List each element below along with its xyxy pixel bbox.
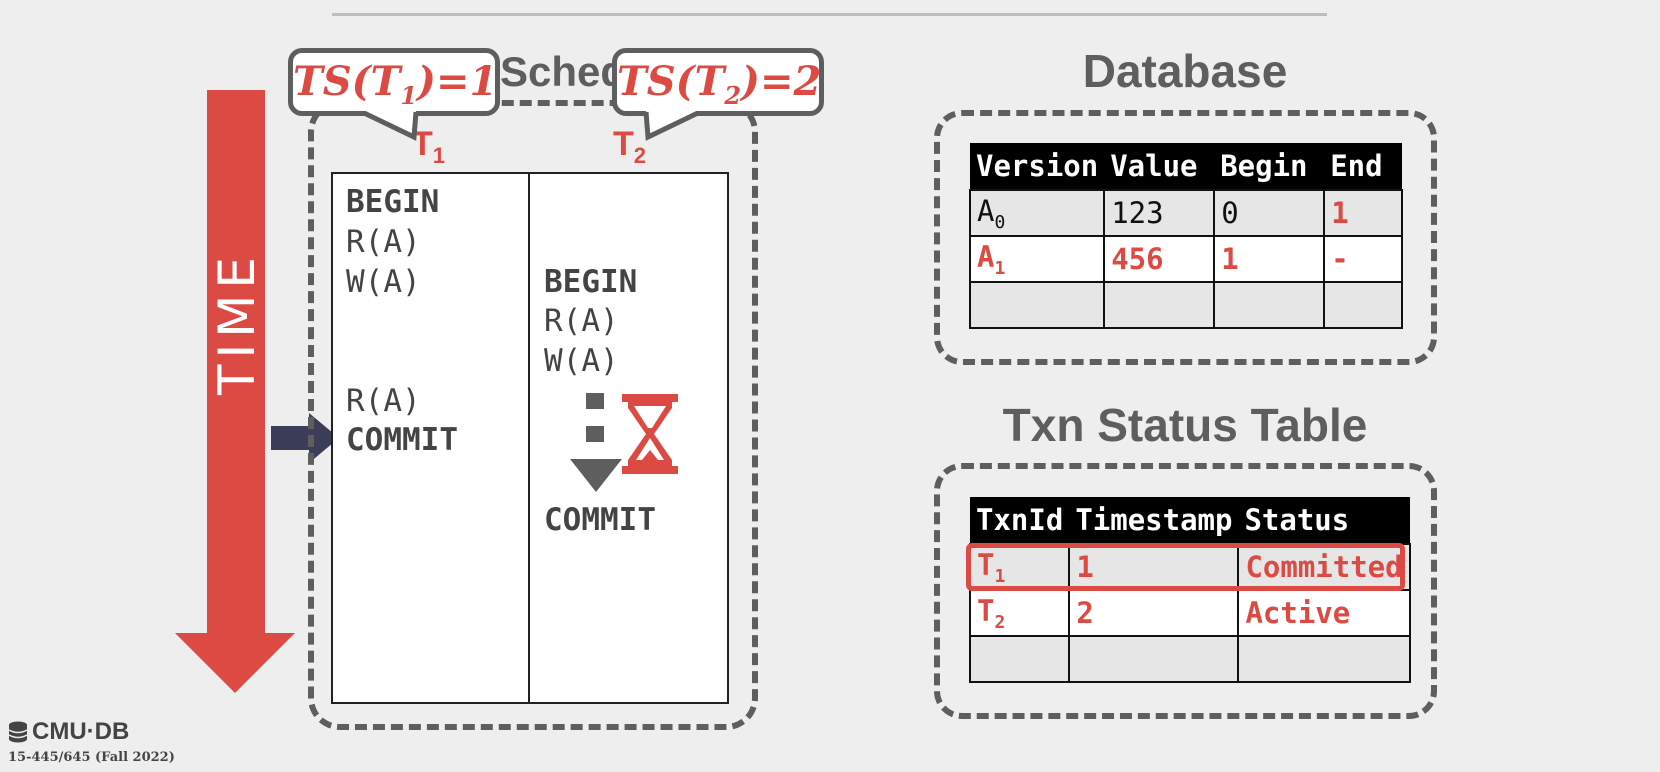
t1-header: T1 (412, 125, 446, 168)
txn-status-title: Txn Status Table (1002, 399, 1368, 451)
table-row-empty (968, 281, 1403, 329)
ts-t2-bubble-tail (643, 111, 702, 141)
table-row-empty (968, 635, 1411, 683)
time-arrow (175, 90, 295, 693)
table-row: A1 456 1 - (968, 235, 1403, 283)
txn-col-status: Status (1238, 497, 1410, 544)
ts-t1-bubble-tail (360, 111, 419, 141)
wait-arrow-icon (570, 393, 622, 492)
now-arrow (271, 413, 339, 463)
txn-id: T2 (968, 589, 1071, 637)
db-version: A0 (968, 189, 1106, 237)
time-label: TIME (208, 250, 266, 395)
cmu-db-logo: CMU·DB (8, 718, 129, 746)
db-end: 1 (1323, 189, 1403, 237)
txn-timestamp: 2 (1068, 589, 1240, 637)
table-row: A0 123 0 1 (968, 189, 1403, 237)
db-begin: 1 (1213, 235, 1326, 283)
t1-op-begin: BEGIN (346, 184, 440, 220)
db-col-version: Version (970, 143, 1105, 190)
db-end: - (1323, 235, 1403, 283)
db-col-end: End (1324, 143, 1402, 190)
t2-op-begin: BEGIN (544, 264, 638, 300)
ts-t1-bubble: TS(T1)=1 (288, 48, 500, 116)
database-box (934, 110, 1437, 365)
db-begin: 0 (1213, 189, 1326, 237)
t2-op-commit: COMMIT (544, 502, 656, 538)
t1-op-write: W(A) (346, 264, 421, 300)
txn-timestamp: 1 (1068, 543, 1240, 591)
db-version: A1 (968, 235, 1106, 283)
db-value: 123 (1103, 189, 1216, 237)
top-rule (332, 13, 1327, 16)
db-value: 456 (1103, 235, 1216, 283)
hourglass-icon (622, 394, 678, 474)
schedule-divider (528, 172, 530, 704)
txn-col-timestamp: Timestamp (1069, 497, 1239, 544)
database-logo-icon (8, 721, 28, 743)
schedule-box (308, 100, 758, 730)
t2-op-write: W(A) (544, 343, 619, 379)
txn-col-id: TxnId (970, 497, 1070, 544)
t1-op-read: R(A) (346, 224, 421, 260)
db-col-begin: Begin (1214, 143, 1325, 190)
ts-t2-bubble: TS(T2)=2 (612, 48, 824, 116)
database-table: Version Value Begin End A0 123 0 1 A1 45… (968, 143, 1403, 329)
txn-status-table: TxnId Timestamp Status T1 1 Committed T2… (968, 497, 1411, 683)
database-title: Database (1082, 45, 1288, 97)
txn-status: Active (1237, 589, 1411, 637)
committed-row-highlight (966, 543, 1405, 591)
t1-op-commit: COMMIT (346, 422, 458, 458)
table-row: T2 2 Active (968, 589, 1411, 637)
t1-op-read-2: R(A) (346, 383, 421, 419)
t2-header: T2 (613, 125, 647, 168)
db-col-value: Value (1104, 143, 1215, 190)
schedule-table (331, 172, 729, 704)
course-label: 15-445/645 (Fall 2022) (8, 750, 175, 765)
txn-status-box (934, 463, 1437, 719)
t2-op-read: R(A) (544, 303, 619, 339)
